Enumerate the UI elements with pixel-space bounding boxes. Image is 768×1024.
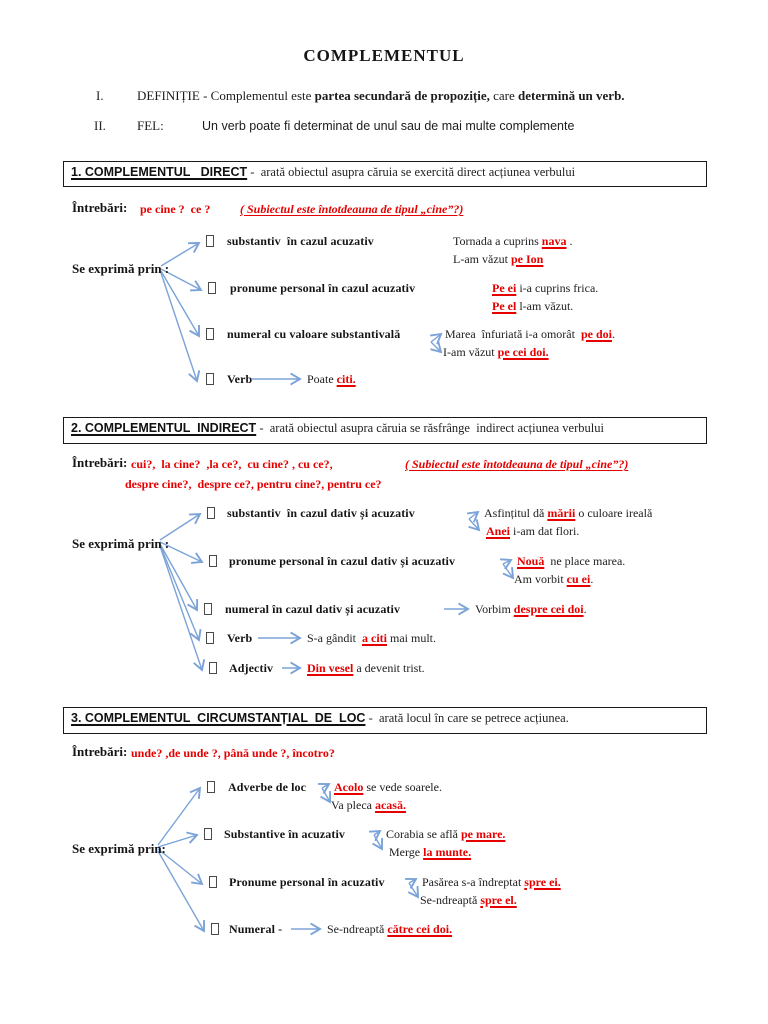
bullet-box-icon (207, 507, 215, 519)
bullet-box-icon (206, 373, 214, 385)
example-line: Pe ei i-a cuprins frica. (492, 281, 599, 295)
row-label: Adjectiv (229, 661, 274, 675)
row-label: pronume personal în cazul dativ și acuza… (229, 554, 456, 568)
arrow-icon (159, 545, 202, 670)
definition-label: DEFINIȚIE (137, 88, 200, 103)
section-3-header-box: 3. COMPLEMENTUL CIRCUMSTANȚIAL DE LOC - … (63, 707, 707, 734)
questions-text: cui?, la cine? ,la ce?, cu cine? , cu ce… (131, 457, 333, 471)
arrow-icon (160, 272, 197, 381)
bullet-box-icon (204, 603, 212, 615)
arrow-icon (469, 512, 478, 519)
questions-text: unde? ,de unde ?, până unde ?, încotro? (131, 746, 335, 760)
page-title: COMPLEMENTUL (303, 46, 465, 65)
questions-label: Întrebări: (72, 744, 128, 759)
section-desc: - arată locul în care se petrece acțiune… (365, 711, 569, 725)
example-line: Acolo se vede soarele. (334, 780, 442, 794)
bullet-box-icon (206, 328, 214, 340)
row-label: Pronume personal în acuzativ (229, 875, 385, 889)
se-exprima-label: Se exprimă prin: (72, 841, 166, 856)
bullet-box-icon (206, 235, 214, 247)
example-line: Se-ndreaptă către cei doi. (327, 922, 453, 936)
row-label: pronume personal în cazul acuzativ (230, 281, 416, 295)
bullet-box-icon (208, 282, 216, 294)
bullet-box-icon (211, 923, 219, 935)
example-line: Se-ndreaptă spre el. (420, 893, 517, 907)
arrow-icon (502, 563, 513, 578)
se-exprima-label: Se exprimă prin : (72, 261, 170, 276)
example-line: Nouă ne place marea. (517, 554, 626, 568)
arrow-icon (409, 882, 418, 897)
arrow-icon (503, 560, 511, 564)
section-desc: - arată obiectul asupra căruia se răsfrâ… (256, 421, 604, 435)
example-line: Va pleca acasă. (331, 798, 406, 812)
questions-label: Întrebări: (72, 200, 128, 215)
row-label: numeral cu valoare substantivală (227, 327, 401, 341)
example-line: L-am văzut pe Ion (453, 252, 544, 266)
example-line: Din vesel a devenit trist. (307, 661, 425, 675)
list-numeral: I. (96, 88, 104, 103)
row-label: Adverbe de loc (228, 780, 307, 794)
questions-text: pe cine ? ce ? (140, 202, 211, 216)
example-line: Anei i-am dat flori. (486, 524, 580, 538)
subject-note: ( Subiectul este întotdeauna de tipul „c… (240, 202, 464, 216)
bullet-box-icon (207, 781, 215, 793)
section-2-header-box: 2. COMPLEMENTUL INDIRECT - arată obiectu… (63, 417, 707, 444)
bullet-box-icon (209, 876, 217, 888)
example-line: Corabia se află pe mare. (386, 827, 506, 841)
section-desc: - arată obiectul asupra căruia se exerci… (247, 165, 576, 179)
arrow-icon (157, 850, 204, 931)
arrow-icon (431, 334, 441, 342)
example-line: Asfințitul dă mării o culoare ireală (484, 506, 653, 520)
row-label: Numeral - (229, 922, 283, 936)
row-label: Substantive în acuzativ (224, 827, 345, 841)
fel-text: Un verb poate fi determinat de unul sau … (202, 119, 575, 133)
bullet-box-icon (204, 828, 212, 840)
example-line: Tornada a cuprins nava . (453, 234, 573, 248)
arrow-icon (374, 831, 380, 835)
arrow-icon (159, 544, 199, 640)
arrow-icon (431, 342, 441, 352)
subject-note: ( Subiectul este întotdeauna de tipul „c… (405, 457, 629, 471)
arrow-icon (469, 518, 479, 530)
definition-line: DEFINIȚIE - Complementul este partea sec… (137, 88, 625, 103)
arrow-icon (374, 834, 382, 849)
row-label: substantiv în cazul dativ și acuzativ (227, 506, 415, 520)
row-label: substantiv în cazul acuzativ (227, 234, 374, 248)
arrow-icon (159, 543, 197, 610)
example-line: S-a gândit a citi mai mult. (307, 631, 436, 645)
arrow-icon (322, 787, 330, 802)
bullet-box-icon (209, 662, 217, 674)
arrow-icon (160, 270, 199, 336)
example-line: Am vorbit cu ei. (514, 572, 594, 586)
se-exprima-label: Se exprimă prin : (72, 536, 170, 551)
example-line: Pasărea s-a îndreptat spre ei. (422, 875, 561, 889)
example-line: Pe el l-am văzut. (492, 299, 574, 313)
list-numeral: II. (94, 118, 106, 133)
arrow-icon (409, 879, 416, 883)
section-title: 3. COMPLEMENTUL CIRCUMSTANȚIAL DE LOC (71, 711, 366, 725)
example-line: I-am văzut pe cei doi. (443, 345, 549, 359)
bullet-box-icon (209, 555, 217, 567)
example-line: Vorbim despre cei doi. (475, 602, 587, 616)
bullet-box-icon (206, 632, 214, 644)
questions-text-2: despre cine?, despre ce?, pentru cine?, … (125, 477, 382, 491)
section-1-header-box: 1. COMPLEMENTUL DIRECT - arată obiectul … (63, 161, 707, 187)
arrow-icon (157, 788, 200, 846)
example-line: Poate citi. (307, 372, 356, 386)
questions-label: Întrebări: (72, 455, 128, 470)
example-line: Marea înfuriată i-a omorât pe doi. (445, 327, 615, 341)
arrow-icon (322, 784, 329, 788)
section-title: 2. COMPLEMENTUL INDIRECT (71, 421, 257, 435)
example-line: Merge la munte. (389, 845, 472, 859)
row-label: Verb (227, 372, 253, 386)
section-title: 1. COMPLEMENTUL DIRECT (71, 165, 248, 179)
row-label: Verb (227, 631, 253, 645)
row-label: numeral în cazul dativ și acuzativ (225, 602, 401, 616)
fel-label: FEL: (137, 118, 164, 133)
